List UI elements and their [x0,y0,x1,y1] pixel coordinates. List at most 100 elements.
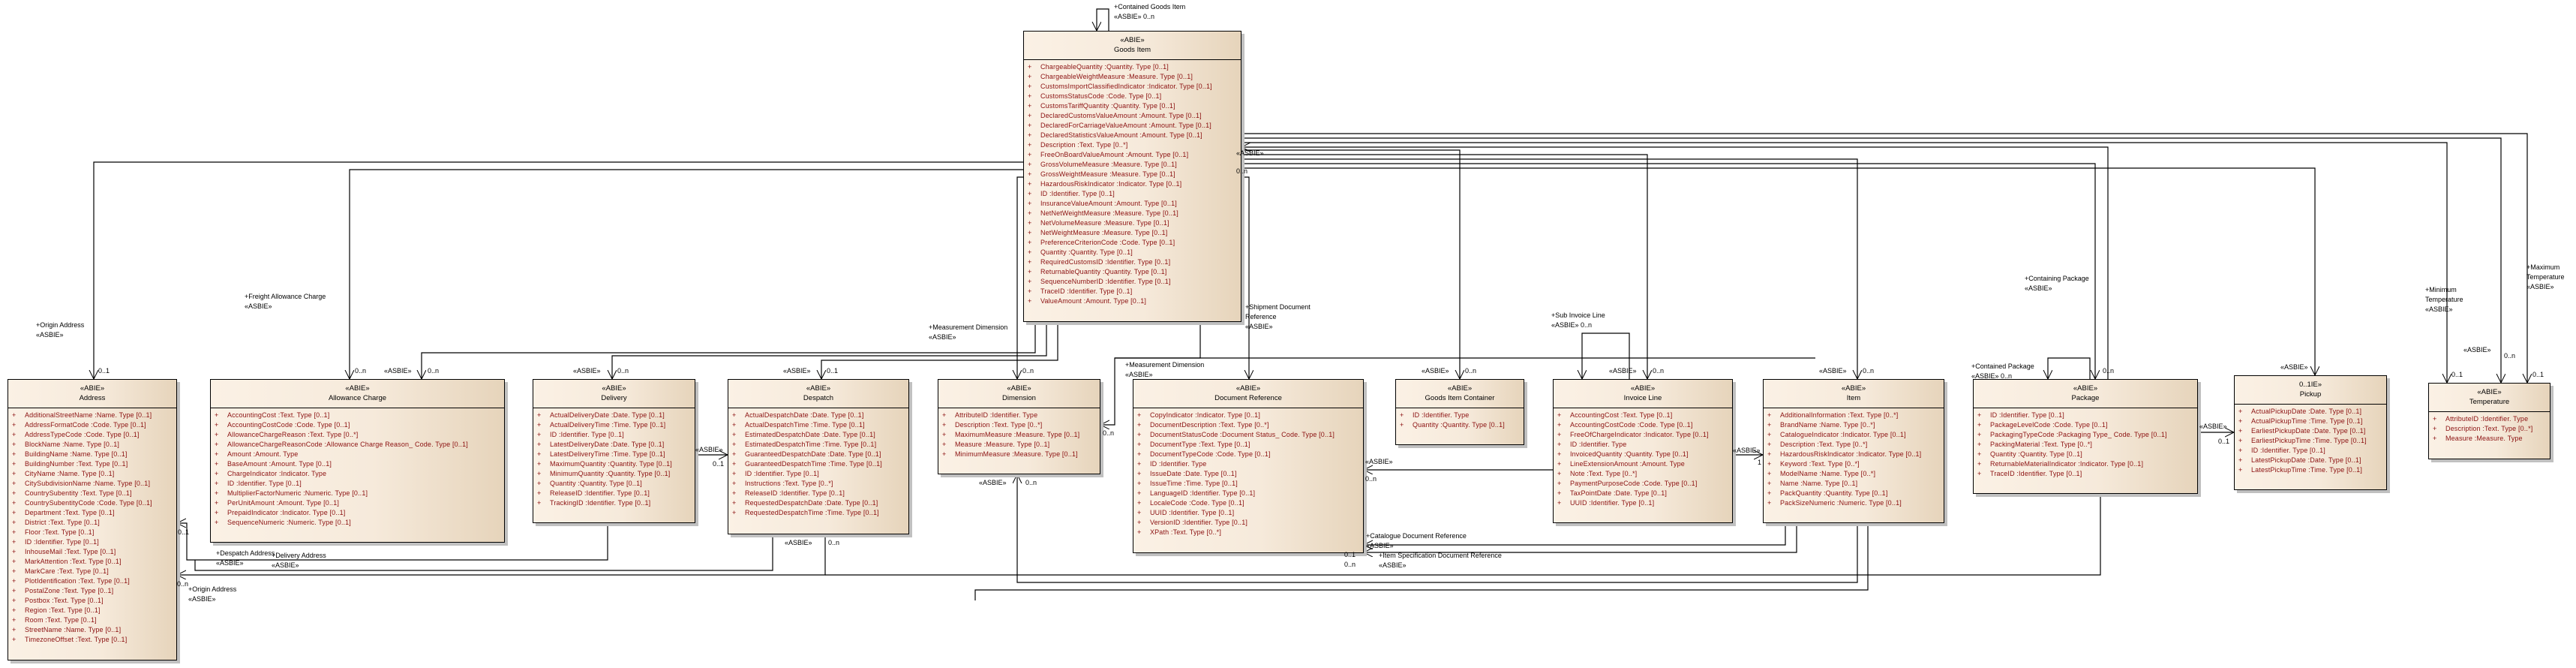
association-line[interactable] [1241,154,1647,379]
attribute-row: +AllowanceChargeReason :Text. Type [0..*… [211,430,504,440]
association-line[interactable] [612,322,1047,379]
attribute-row: + Amount :Amount. Type [211,450,504,459]
attribute-row: +AllowanceChargeReasonCode :Allowance Ch… [211,440,504,450]
association-line[interactable] [825,494,2101,576]
attribute-text: ChargeableQuantity :Quantity. Type [0..1… [1040,63,1169,71]
class-box-package[interactable]: «ABIE»Package+ID :Identifier. Type [0..1… [1973,379,2198,494]
association-line[interactable] [1364,523,1797,552]
connector-label: +Containing Package«ASBIE» [2025,274,2089,293]
connector-label-line: «ASBIE» [979,479,1007,486]
class-box-delivery[interactable]: «ABIE»Delivery+ActualDeliveryDate :Date.… [533,379,695,523]
association-line[interactable] [1241,149,1460,379]
attribute-row: +ReturnableQuantity :Quantity. Type [0..… [1024,267,1241,277]
connector-label-line: 0..n [428,367,440,375]
connector-label: 0..n [828,538,839,548]
attribute-text: ActualDespatchDate :Date. Type [0..1] [745,411,864,419]
attribute-text: CopyIndicator :Indicator. Type [0..1] [1150,411,1260,419]
class-name: Document Reference [1214,394,1282,402]
association-line[interactable] [177,523,608,561]
association-line[interactable] [1364,523,1786,545]
association-line[interactable] [1241,147,2109,379]
public-visibility-icon: + [1557,460,1562,468]
attribute-text: ID :Identifier. Type [1570,441,1627,448]
class-name: Item [1846,394,1861,402]
class-box-allowance-charge[interactable]: «ABIE»Allowance Charge+AccountingCost :T… [210,379,505,543]
attribute-list: +ID :Identifier. Type [0..1]+PackageLeve… [1974,408,2197,479]
attribute-text: ID :Identifier. Type [0..1] [1040,190,1115,197]
association-line[interactable] [1241,167,2315,375]
class-box-goods-item[interactable]: «ABIE»Goods Item+ChargeableQuantity :Qua… [1023,31,1241,322]
association-line[interactable] [974,523,1869,600]
attribute-row: +PaymentPurposeCode :Code. Type [0..1] [1554,479,1732,489]
attribute-text: ID :Identifier. Type [1150,460,1207,468]
public-visibility-icon: + [215,509,219,516]
attribute-text: DocumentTypeCode :Code. Type [0..1] [1150,450,1271,458]
association-line[interactable] [1241,163,2095,379]
association-line[interactable] [1241,176,1249,379]
attribute-row: +AdditionalInformation :Text. Type [0..*… [1764,411,1944,420]
class-box-item[interactable]: «ABIE»Item+AdditionalInformation :Text. … [1763,379,1944,523]
attribute-text: CatalogueIndicator :Indicator. Type [0..… [1780,431,1906,438]
class-box-despatch[interactable]: «ABIE»Despatch+ActualDespatchDate :Date.… [728,379,909,534]
attribute-text: GuaranteedDespatchTime :Time. Type [0..1… [745,460,882,468]
association-line[interactable] [1241,133,2527,383]
attribute-row: +Region :Text. Type [0..1] [8,606,176,615]
association-line[interactable] [1241,137,2501,383]
public-visibility-icon: + [1767,460,1772,468]
association-line[interactable] [1241,142,2447,383]
connector-label-line: +Contained Package [1971,363,2034,370]
class-box-pickup[interactable]: 0..1IE»Pickup+ActualPickupDate :Date. Ty… [2234,375,2387,490]
attribute-row: +DeclaredForCarriageValueAmount :Amount.… [1024,121,1241,131]
association-line[interactable] [1097,8,1109,31]
public-visibility-icon: + [1137,528,1142,536]
association-line[interactable] [422,322,1036,379]
class-box-temperature[interactable]: «ABIE»Temperature+AttributeID :Identifie… [2428,383,2550,459]
association-line[interactable] [350,169,1023,379]
attribute-text: ID :Identifier. Type [1413,411,1470,419]
connector-label: «ASBIE» [2199,422,2227,432]
attribute-row: +AttributeID :Identifier. Type [938,411,1100,420]
connector-label-line: 0..1 [178,528,190,536]
attribute-row: +SequenceNumeric :Numeric. Type [0..1] [211,518,504,528]
association-line[interactable] [2048,357,2091,379]
class-name: Dimension [1002,394,1036,402]
association-line[interactable] [821,322,1058,379]
association-line[interactable] [1241,158,1857,379]
public-visibility-icon: + [732,470,737,477]
public-visibility-icon: + [1028,131,1032,139]
class-box-invoice-line[interactable]: «ABIE»Invoice Line+AccountingCost :Text.… [1553,379,1733,523]
attribute-text: HazardousRiskIndicator :Indicator. Type … [1780,450,1922,458]
association-line[interactable] [194,534,773,571]
connector-label: «ASBIE» [783,366,811,376]
public-visibility-icon: + [1767,470,1772,477]
class-box-dimension[interactable]: «ABIE»Dimension+AttributeID :Identifier.… [938,379,1100,474]
attribute-text: Amount :Amount. Type [227,450,299,458]
attribute-text: AddressTypeCode :Code. Type [0..1] [25,431,140,438]
attribute-row: +ActualDeliveryTime :Time. Type [0..1] [533,420,695,430]
attribute-row: +CountrySubentityCode :Code. Type [0..1] [8,498,176,508]
association-line[interactable] [1582,332,1630,379]
attribute-text: UUID :Identifier. Type [0..1] [1570,499,1655,507]
public-visibility-icon: + [215,450,219,458]
connector-label: «ASBIE» [2463,345,2491,355]
attribute-row: +LatestPickupTime :Time. Type [0..1] [2235,465,2386,475]
connector-label: 0..n [2504,351,2515,361]
association-line[interactable] [1017,176,1023,379]
association-line[interactable] [94,161,1023,379]
class-box-document-reference[interactable]: «ABIE»Document Reference+CopyIndicator :… [1133,379,1364,553]
attribute-text: ID :Identifier. Type [0..1] [1990,411,2064,419]
connector-label-line: 0..n [1344,561,1356,568]
class-box-goods-item-container[interactable]: «ABIE»Goods Item Container+ID :Identifie… [1395,379,1524,445]
attribute-text: DeclaredForCarriageValueAmount :Amount. … [1040,122,1211,129]
public-visibility-icon: + [215,421,219,429]
attribute-list: +AccountingCost :Text. Type [0..1]+Accou… [1554,408,1732,508]
attribute-list: + ChargeableQuantity :Quantity. Type [0..… [1024,60,1241,306]
connector-label-line: Temperature [2425,296,2463,303]
association-line[interactable] [1017,474,1858,583]
connector-label-line: 0..n [617,367,629,375]
public-visibility-icon: + [732,431,737,438]
attribute-text: CustomsTariffQuantity :Quantity. Type [0… [1040,102,1175,110]
class-box-address[interactable]: «ABIE»Address+AdditionalStreetName :Name… [8,379,177,660]
connector-label-line: +Measurement Dimension [1125,361,1205,369]
